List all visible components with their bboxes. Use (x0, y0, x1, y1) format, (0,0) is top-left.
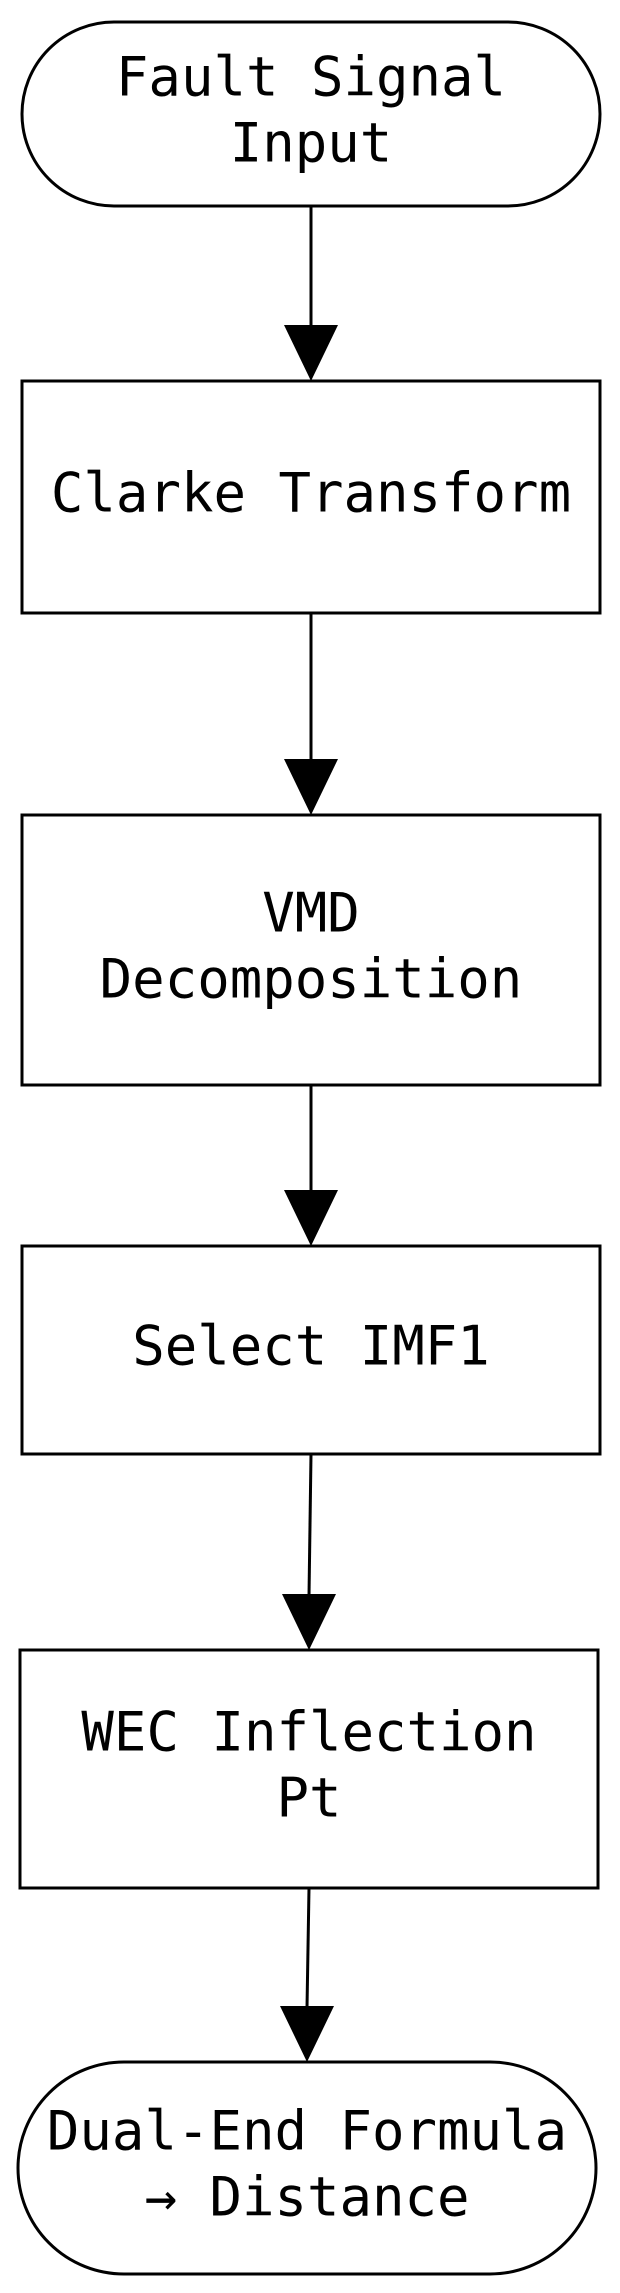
node-label-line: → Distance (144, 2166, 469, 2229)
node-label-line: WEC Inflection (81, 1701, 536, 1764)
node-label-line: Select IMF1 (132, 1315, 490, 1378)
arrow-vmd-decomposition-to-select-imf1 (284, 1085, 338, 1246)
node-clarke-transform: Clarke Transform (20, 379, 602, 615)
arrow-clarke-transform-to-vmd-decomposition (284, 613, 338, 815)
node-label-line: Dual-End Formula (47, 2100, 567, 2163)
arrowhead-icon (284, 759, 338, 815)
process-box (20, 379, 602, 615)
node-label-line: Pt (276, 1767, 341, 1830)
node-dual-end-formula-distance: Dual-End Formula→ Distance (16, 2060, 598, 2276)
node-select-imf1: Select IMF1 (20, 1244, 602, 1456)
arrow-shaft (305, 1887, 311, 2009)
arrowhead-icon (284, 1190, 338, 1246)
terminal-shape (20, 20, 602, 208)
arrow-wec-inflection-pt-to-dual-end-formula-distance (280, 1887, 334, 2062)
arrowhead-icon (280, 2006, 334, 2062)
arrowhead-icon (282, 1594, 336, 1650)
terminal-shape (16, 2060, 598, 2276)
arrow-select-imf1-to-wec-inflection-pt (282, 1453, 336, 1650)
edges-layer (280, 206, 338, 2062)
node-label-line: Input (230, 112, 393, 175)
process-box (20, 813, 602, 1087)
node-label-line: Decomposition (100, 948, 523, 1011)
arrow-shaft (307, 1453, 313, 1597)
process-box (20, 1244, 602, 1456)
process-box (18, 1648, 600, 1890)
node-label-line: VMD (262, 882, 360, 945)
node-label-line: Fault Signal (116, 46, 506, 109)
arrow-fault-signal-input-to-clarke-transform (284, 206, 338, 381)
node-label-line: Clarke Transform (51, 462, 571, 525)
arrowhead-icon (284, 325, 338, 381)
